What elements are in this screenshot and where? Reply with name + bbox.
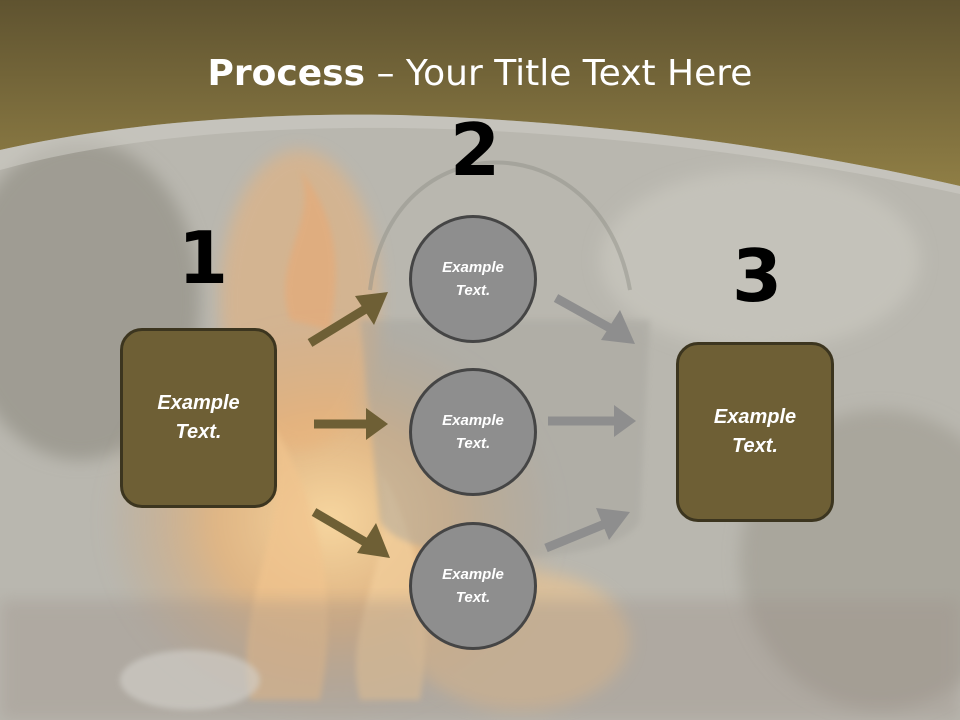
step2-circle-top[interactable]: Example Text. [409, 215, 537, 343]
step-number-2: 2 [450, 108, 501, 192]
title-bold: Process [207, 53, 366, 94]
step1-box[interactable]: Example Text. [120, 328, 277, 508]
step3-box-text: Example Text. [713, 406, 797, 457]
arrow-top-to-right [553, 294, 635, 344]
arrow-left-to-middle [314, 408, 388, 440]
circle-top-text: Example Text. [442, 259, 504, 299]
arrow-bottom-to-right [544, 508, 630, 553]
slide-title: Process – Your Title Text Here [0, 52, 960, 96]
step-number-1: 1 [178, 216, 229, 300]
arrow-middle-to-right [548, 405, 636, 437]
step3-box[interactable]: Example Text. [676, 342, 834, 522]
arrow-left-to-top [307, 292, 388, 347]
step2-circle-middle[interactable]: Example Text. [409, 368, 537, 496]
arrow-left-to-bottom [311, 508, 390, 558]
circle-middle-text: Example Text. [442, 412, 504, 452]
title-rest: – Your Title Text Here [365, 53, 753, 94]
step2-circle-bottom[interactable]: Example Text. [409, 522, 537, 650]
step1-box-text: Example Text. [157, 392, 240, 443]
step-number-3: 3 [732, 234, 783, 318]
circle-bottom-text: Example Text. [442, 566, 504, 606]
